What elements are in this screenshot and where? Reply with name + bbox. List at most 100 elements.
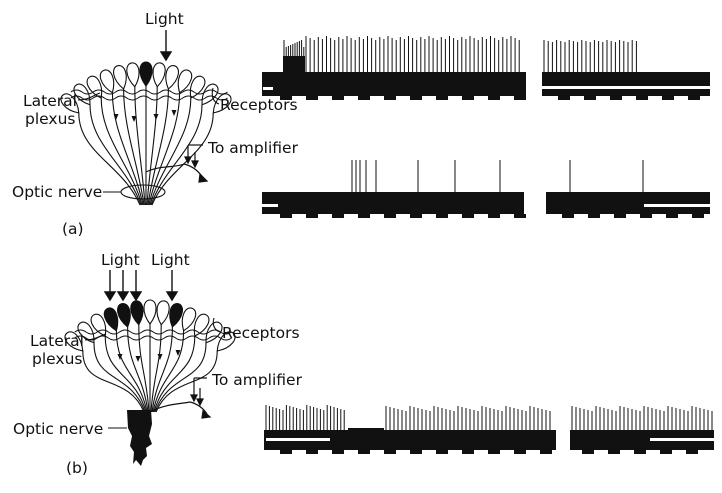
- time-tick: [384, 450, 396, 454]
- time-tick: [514, 450, 526, 454]
- recordings-b: [264, 405, 714, 454]
- time-tick: [332, 214, 344, 218]
- illuminated-ommatidium: [103, 307, 119, 332]
- fiber-arrowhead: [153, 114, 159, 120]
- time-tick: [640, 214, 652, 218]
- time-tick: [332, 96, 344, 100]
- fiber-arrowhead: [175, 350, 181, 356]
- nerve-fiber: [155, 350, 218, 413]
- illuminated-ommatidium: [117, 303, 131, 328]
- time-tick: [358, 214, 370, 218]
- amplifier-leads-b: [149, 377, 212, 419]
- optic-nerve-bundle-b: [127, 410, 152, 466]
- light-label-b-1: Light: [101, 251, 140, 269]
- time-tick: [384, 214, 396, 218]
- nerve-fiber: [154, 342, 207, 413]
- stimulus-marker: [650, 438, 714, 441]
- time-tick: [462, 450, 474, 454]
- time-tick: [280, 96, 292, 100]
- lateral-plexus-label-a-line1: Lateral: [23, 92, 77, 110]
- time-tick: [662, 96, 674, 100]
- time-tick: [686, 450, 698, 454]
- stimulus-marker: [263, 87, 273, 90]
- stimulus-marker: [634, 86, 710, 89]
- ommatidium: [156, 300, 170, 326]
- receptors-label-a: Receptors: [220, 96, 298, 114]
- time-tick: [436, 450, 448, 454]
- fiber-arrowhead: [157, 354, 163, 360]
- nerve-fiber: [123, 88, 145, 206]
- amplifier-label-a: To amplifier: [207, 139, 299, 157]
- light-label-b-2: Light: [151, 251, 190, 269]
- time-tick: [514, 214, 526, 218]
- time-tick: [358, 96, 370, 100]
- ommatidium: [99, 69, 115, 94]
- time-tick: [358, 450, 370, 454]
- nerve-fiber: [115, 330, 148, 413]
- amplifier-leads-a: [145, 144, 209, 183]
- amplifier-label-b: To amplifier: [211, 371, 303, 389]
- time-tick: [660, 450, 672, 454]
- nerve-fiber: [93, 342, 146, 413]
- time-tick: [588, 214, 600, 218]
- nerve-fiber: [78, 112, 141, 206]
- nerve-fiber: [111, 92, 144, 206]
- time-tick: [280, 214, 292, 218]
- time-tick: [410, 96, 422, 100]
- nerve-fiber: [89, 104, 142, 206]
- nerve-fiber: [127, 326, 149, 413]
- panel-label-a: (a): [62, 220, 84, 238]
- illuminated-ommatidium: [169, 303, 183, 328]
- trace-band: [570, 430, 714, 450]
- nerve-fiber: [134, 86, 146, 206]
- time-tick: [634, 450, 646, 454]
- ommatidium: [143, 299, 157, 325]
- nerve-fiber: [148, 92, 181, 206]
- nerve-fiber: [100, 97, 143, 206]
- nerve-fiber: [152, 330, 185, 413]
- time-tick: [436, 214, 448, 218]
- ommatidium: [152, 62, 166, 88]
- ommatidium: [193, 313, 210, 337]
- illuminated-ommatidium: [139, 61, 153, 87]
- nerve-fiber: [104, 335, 147, 413]
- time-tick: [610, 96, 622, 100]
- time-tick: [332, 450, 344, 454]
- optic-nerve-label-b: Optic nerve: [13, 420, 103, 438]
- time-tick: [384, 96, 396, 100]
- nerve-fiber: [149, 97, 192, 206]
- nerve-fiber: [150, 324, 162, 413]
- ommatidium: [126, 62, 140, 88]
- time-tick: [666, 214, 678, 218]
- time-tick: [462, 96, 474, 100]
- time-tick: [562, 214, 574, 218]
- time-tick: [584, 96, 596, 100]
- time-tick: [306, 450, 318, 454]
- trace-burst: [283, 56, 305, 74]
- fiber-arrowhead: [113, 114, 119, 120]
- eye-diagram-b: [64, 299, 236, 413]
- trace-band: [264, 430, 556, 450]
- receptors-pointer-a: [211, 87, 220, 105]
- light-arrows-b: [103, 270, 179, 302]
- stimulus-marker: [262, 204, 278, 207]
- ommatidium: [216, 331, 236, 352]
- time-tick: [582, 450, 594, 454]
- ommatidium: [177, 69, 193, 94]
- trace-band: [546, 192, 710, 214]
- lateral-plexus-fiber: [70, 89, 228, 95]
- lateral-plexus-label-a-line2: plexus: [25, 110, 75, 128]
- time-tick: [692, 214, 704, 218]
- nerve-fiber: [138, 324, 150, 413]
- time-tick: [540, 450, 552, 454]
- light-label-a: Light: [145, 10, 184, 28]
- trace-band: [542, 72, 710, 96]
- time-tick: [608, 450, 620, 454]
- trace-step: [348, 428, 384, 432]
- panel-label-b: (b): [66, 459, 88, 477]
- fiber-arrowhead: [131, 116, 137, 122]
- ommatidium: [64, 331, 84, 352]
- time-tick: [558, 96, 570, 100]
- fiber-arrowhead: [171, 110, 177, 116]
